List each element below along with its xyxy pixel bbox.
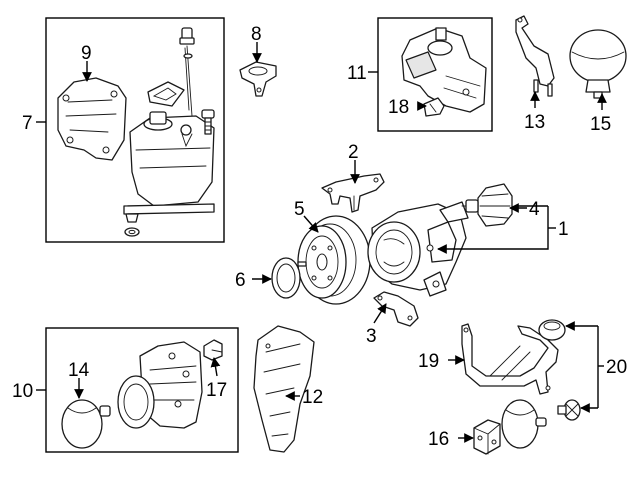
callout-7: 7	[22, 113, 33, 134]
callout-8: 8	[251, 24, 262, 45]
support-bracket-part	[461, 323, 559, 395]
callout-12: 12	[302, 387, 323, 408]
reservoir-part	[123, 111, 215, 223]
callout-10: 10	[12, 381, 33, 402]
callout-1: 1	[558, 219, 569, 240]
valve-block-part	[117, 341, 203, 429]
upper-bracket-part	[321, 173, 385, 213]
callout-18: 18	[388, 97, 409, 118]
callout-16: 16	[428, 429, 449, 450]
leader-lines	[36, 42, 607, 443]
callout-2: 2	[348, 142, 359, 163]
callout-14: 14	[68, 360, 90, 381]
dipstick-part	[179, 27, 195, 117]
heat-shield-part	[57, 77, 127, 161]
callout-13: 13	[524, 112, 545, 133]
block-accumulator-part	[61, 399, 111, 449]
pump-part	[367, 201, 469, 297]
valve-body-part	[473, 399, 547, 455]
bolt-part	[201, 109, 215, 135]
valve-unit-group-box	[377, 17, 493, 132]
accumulator-part	[569, 29, 627, 99]
callout-4: 4	[529, 199, 540, 220]
seal-part	[239, 61, 277, 97]
callout-11: 11	[347, 63, 367, 84]
block-sensor-part	[203, 339, 223, 361]
accumulator-bracket-part	[515, 15, 555, 97]
sensor-part	[423, 97, 445, 117]
callout-17: 17	[206, 380, 227, 401]
callout-labels: 1 2 3 4 5 6 7 8 9 10 11 12 13 14 15 16 1…	[12, 24, 627, 450]
callout-19: 19	[418, 351, 439, 372]
cap-part	[538, 319, 581, 421]
reservoir-oring-part	[124, 227, 140, 237]
pulley-part	[297, 215, 371, 305]
callout-15: 15	[590, 114, 611, 135]
callout-6: 6	[235, 270, 246, 291]
reservoir-group-box	[45, 17, 225, 243]
gasket-part	[271, 257, 307, 299]
guard-part	[253, 325, 315, 453]
callout-5: 5	[294, 199, 305, 220]
lower-bracket-part	[373, 291, 419, 327]
valve-unit-part	[401, 27, 487, 113]
callout-20: 20	[606, 357, 627, 378]
bracket-clip-part	[147, 81, 185, 107]
callout-9: 9	[81, 43, 92, 64]
pump-chamber-part	[461, 183, 513, 227]
callout-3: 3	[366, 326, 377, 347]
